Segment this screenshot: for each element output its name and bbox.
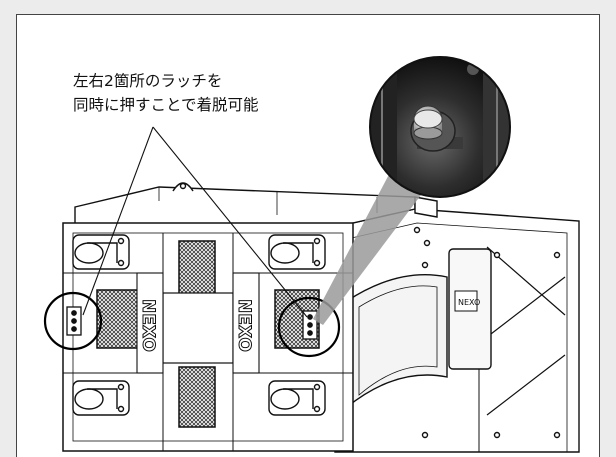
front-grille-center-top: [178, 240, 216, 302]
annotation-line-2: 同時に押すことで着脱可能: [73, 96, 259, 114]
front-grille-center-bottom: [178, 366, 216, 428]
handle-top-left: [72, 234, 130, 270]
latch-highlight-right: [277, 296, 341, 358]
speaker-illustration: NEXO: [43, 56, 580, 453]
diagram-frame: 左右2箇所のラッチを 同時に押すことで着脱可能: [16, 14, 600, 457]
handle-bottom-left: [72, 380, 130, 416]
annotation-line-1: 左右2箇所のラッチを: [73, 72, 223, 90]
latch-left: [66, 306, 82, 336]
zoom-connector: [313, 163, 421, 325]
front-logo-right: NEXO: [234, 299, 254, 352]
corner-handles: [72, 234, 326, 416]
handle-top-right: [268, 234, 326, 270]
handle-bottom-right: [268, 380, 326, 416]
latch-annotation: 左右2箇所のラッチを 同時に押すことで着脱可能: [73, 69, 259, 117]
latch-right: [302, 310, 318, 340]
side-logo-badge: NEXO: [458, 298, 480, 307]
annotation-pointer-lines: [82, 126, 308, 318]
front-logo-left: NEXO: [138, 299, 158, 352]
latch-highlight-left: [43, 291, 103, 351]
